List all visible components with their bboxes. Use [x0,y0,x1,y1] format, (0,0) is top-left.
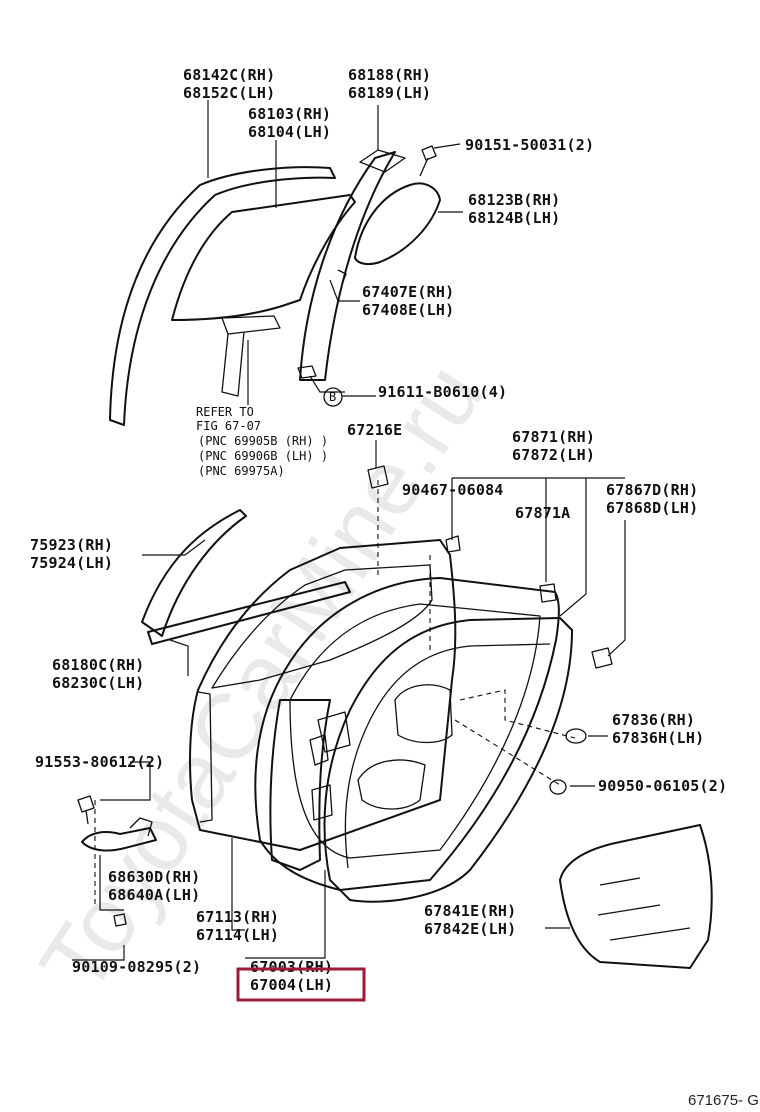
label-67867d: 67867D(RH) [606,481,698,499]
leader-lines [72,100,626,961]
refer-note-line2: FIG 67-07 [196,419,261,433]
label-68230c: 68230C(LH) [52,674,144,692]
label-67872: 67872(LH) [512,446,595,464]
label-68104: 68104(LH) [248,123,331,141]
figure-code: 671675- G [688,1092,759,1109]
door-glass[interactable] [171,194,356,397]
clip-icon [591,647,613,669]
plug-icon [549,779,567,795]
belt-moulding[interactable] [141,509,247,637]
label-67004[interactable]: 67004(LH) [250,976,333,994]
label-67836h: 67836H(LH) [612,729,704,747]
refer-note-line1: REFER TO [196,405,254,419]
belt-weatherstrip[interactable] [147,581,351,645]
bolt-icon [77,795,95,825]
door-opening-weatherstrip[interactable] [323,617,573,903]
quarter-window-glass[interactable] [354,182,441,266]
selected-part-highlight [236,967,366,1002]
refer-note-line3: (PNC 69905B (RH) ) [198,434,328,448]
label-68188: 68188(RH) [348,66,431,84]
label-68142c: 68142C(RH) [183,66,275,84]
label-68103: 68103(RH) [248,105,331,123]
label-67871: 67871(RH) [512,428,595,446]
label-90950: 90950-06105(2) [598,777,727,795]
label-67836: 67836(RH) [612,711,695,729]
door-trim-board[interactable] [559,824,713,969]
label-90109: 90109-08295(2) [72,958,201,976]
dashed-guides [94,480,576,905]
label-67216e: 67216E [347,421,402,439]
label-67113: 67113(RH) [196,908,279,926]
label-75924: 75924(LH) [30,554,113,572]
label-68189: 68189(LH) [348,84,431,102]
clip-icon [445,535,461,553]
label-67407e: 67407E(RH) [362,283,454,301]
division-bar[interactable] [297,269,347,379]
svg-text:B: B [329,390,336,404]
screw-icon [419,145,437,177]
label-67841e: 67841E(RH) [424,902,516,920]
grommet-icon [565,728,587,744]
label-91611: 91611-B0610(4) [378,383,507,401]
label-91553: 91553-80612(2) [35,753,164,771]
callout-b: B [323,387,343,407]
label-90151: 90151-50031(2) [465,136,594,154]
label-67408e: 67408E(LH) [362,301,454,319]
bolt-icon [113,913,127,927]
label-68123b: 68123B(RH) [468,191,560,209]
rear-glass-run[interactable] [299,149,406,381]
label-68180c: 68180C(RH) [52,656,144,674]
label-68640a: 68640A(LH) [108,886,200,904]
label-68152c: 68152C(LH) [183,84,275,102]
label-67114: 67114(LH) [196,926,279,944]
label-67871a: 67871A [515,504,570,522]
door-weatherstrip[interactable] [254,577,560,891]
label-68630d: 68630D(RH) [108,868,200,886]
label-67842e: 67842E(LH) [424,920,516,938]
clip-icon [539,583,557,603]
label-67868d: 67868D(LH) [606,499,698,517]
inner-panel-details [317,684,453,810]
refer-note-line5: (PNC 69975A) [198,464,285,478]
label-90467: 90467-06084 [402,481,504,499]
glass-run-channel[interactable] [109,166,336,426]
label-67003: 67003(RH) [250,958,333,976]
label-68124b: 68124B(LH) [468,209,560,227]
refer-note-line4: (PNC 69906B (LH) ) [198,449,328,463]
clip-icon [367,465,389,489]
label-75923: 75923(RH) [30,536,113,554]
